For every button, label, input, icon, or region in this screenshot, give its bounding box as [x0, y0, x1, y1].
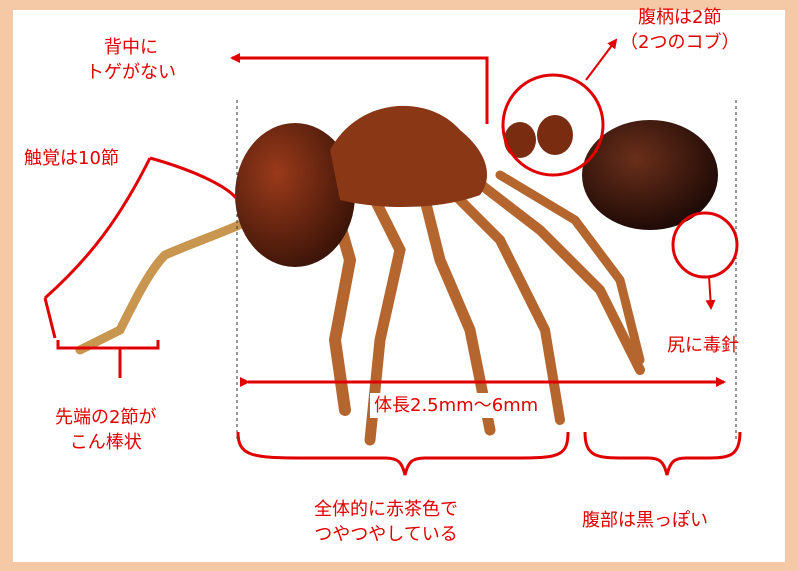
tip-bracket	[56, 340, 160, 378]
petiole-label-line-2: （2つのコブ）	[620, 32, 740, 53]
body-color-label-line-2: つやつやしている	[314, 524, 458, 545]
back-arrow	[230, 53, 489, 124]
body-color-label: 全体的に赤茶色で つやつやしている	[314, 497, 458, 547]
ant-thorax	[330, 105, 488, 207]
antenna-bracket-lower	[43, 157, 152, 339]
sting-circle	[671, 211, 739, 279]
ant-abdomen	[582, 120, 718, 230]
body-length-label: 体長2.5mm〜6mm	[370, 393, 543, 418]
body-color-label-line-1: 全体的に赤茶色で	[314, 499, 458, 520]
petiole-arrow	[585, 38, 618, 81]
sting-arrow	[705, 275, 716, 310]
tip-label: 先端の2節が こん棒状	[55, 405, 156, 455]
petiole-label-line-1: 腹柄は2節	[638, 7, 722, 28]
ant-head	[235, 123, 355, 267]
sting-label: 尻に毒針	[667, 335, 739, 356]
ant-petiole-node-1	[504, 122, 536, 158]
tip-label-line-2: こん棒状	[69, 432, 142, 453]
ant-illustration	[75, 105, 718, 446]
body-brace	[236, 431, 570, 476]
back-label: 背中に トゲがない	[86, 35, 176, 85]
abdomen-brace	[583, 431, 742, 476]
petiole-circle	[501, 73, 605, 177]
abdomen-label: 腹部は黒っぽい	[582, 510, 708, 531]
petiole-label: 腹柄は2節 （2つのコブ）	[620, 5, 739, 55]
ant-antenna	[75, 215, 255, 355]
antenna-label: 触覚は10節	[24, 148, 119, 169]
ant-petiole-node-2	[537, 115, 573, 155]
tip-label-line-1: 先端の2節が	[55, 407, 157, 428]
antenna-bracket	[149, 156, 238, 200]
back-label-line-2: トゲがない	[86, 62, 176, 83]
back-label-line-1: 背中に	[104, 37, 158, 58]
